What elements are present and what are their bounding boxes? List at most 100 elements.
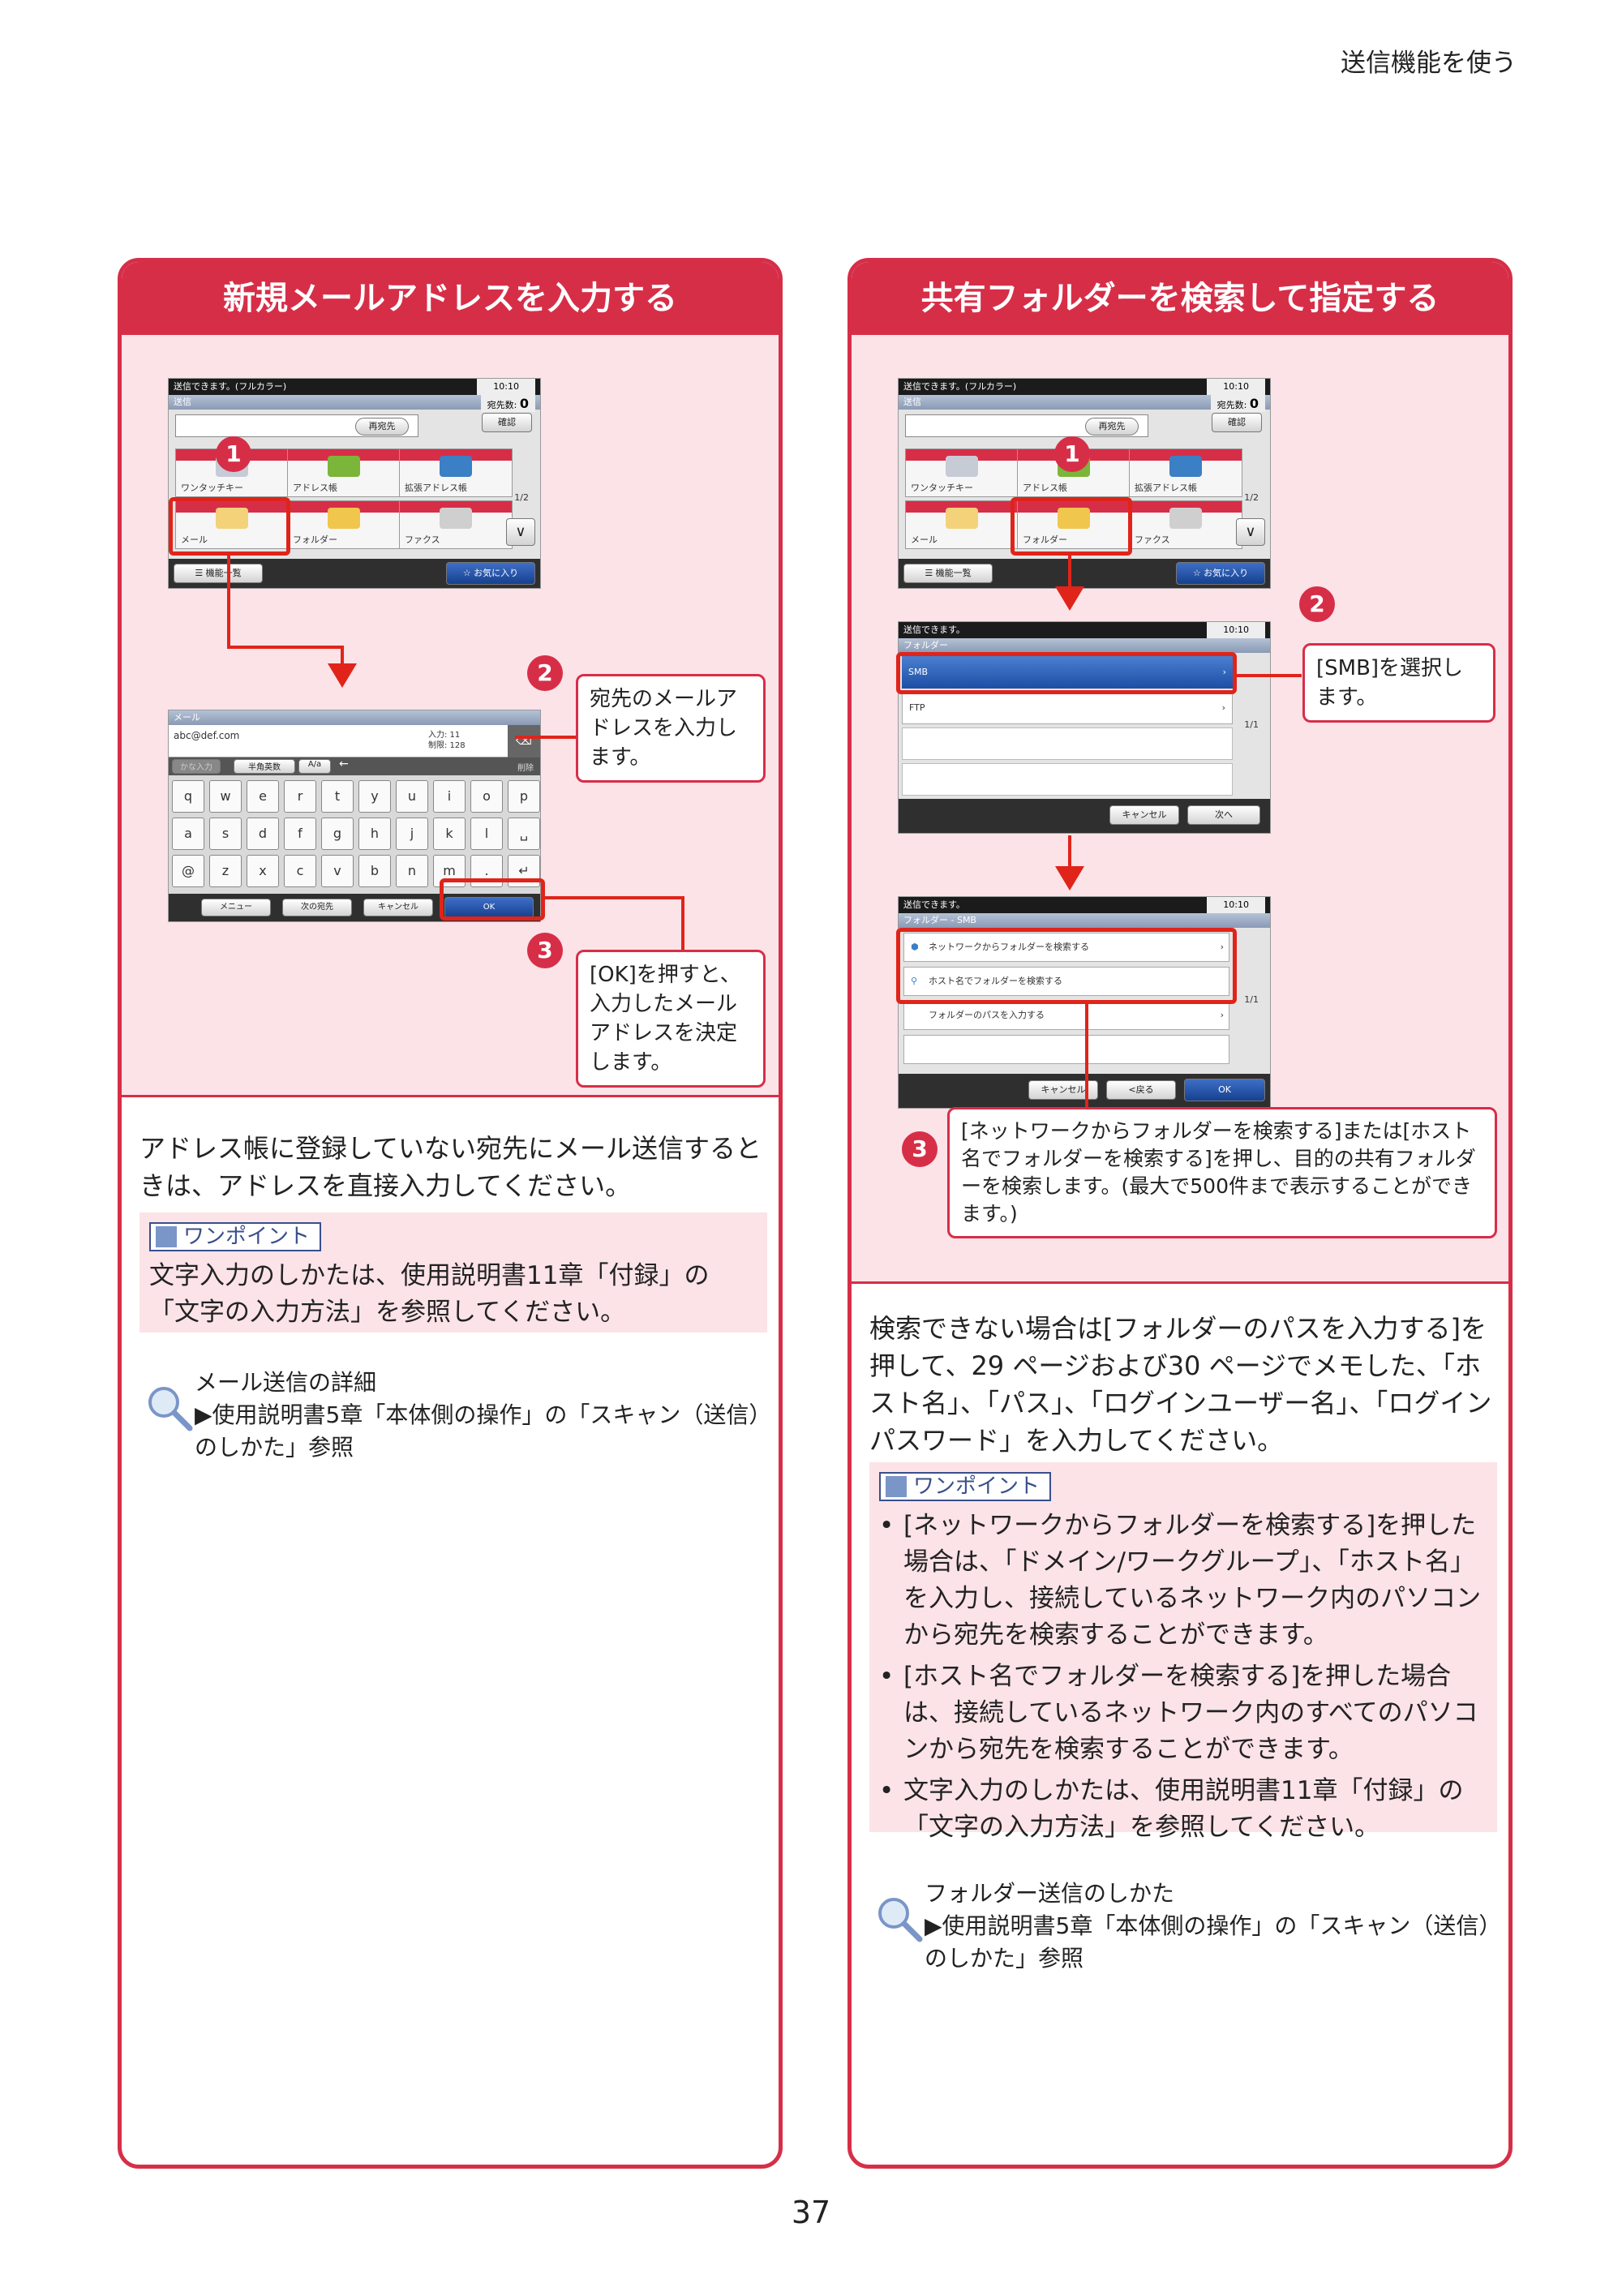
list-item: [ネットワークからフォルダーを検索する]を押した場合は、「ドメイン/ワークグルー… [874,1508,1487,1654]
send-screen: 送信できます。(フルカラー)10:10 送信 宛先数: 0 確認 再宛先 ワンタ… [168,378,541,589]
arrow-down-icon [1055,866,1084,891]
tile-fax[interactable]: ファクス [399,500,513,549]
halfwidth-button[interactable]: 半角英数 [234,759,295,774]
menu-button[interactable]: メニュー [201,899,271,916]
arrow-down-icon [1055,586,1084,611]
arrow-down-icon [328,663,357,688]
left-body-text: アドレス帳に登録していない宛先にメール送信するときは、アドレスを直接入力してくだ… [139,1133,762,1201]
recall-button[interactable]: 再宛先 [1085,418,1139,436]
onepoint-label: ワンポイント [879,1472,1052,1501]
chevron-right-icon: › [1222,667,1226,677]
step-1-badge: 1 [1054,436,1090,472]
tile-mail[interactable]: メール [175,500,289,549]
fax-icon [440,508,472,529]
search-network-option[interactable]: ⬢ネットワークからフォルダーを検索する› [903,933,1229,962]
chevron-right-icon: › [1220,942,1224,952]
function-list-button[interactable]: ☰ 機能一覧 [903,564,993,583]
scroll-down-button[interactable]: ∨ [1236,518,1265,546]
favorites-button[interactable]: ☆ お気に入り [1176,562,1265,585]
kana-input-button[interactable]: かな入力 [172,759,221,774]
highlight-search-options [896,928,1237,1004]
envelope-icon [946,508,978,529]
chevron-right-icon: › [1220,1010,1224,1020]
left-panel-title: 新規メールアドレスを入力する [122,262,779,335]
right-panel: 共有フォルダーを検索して指定する 送信できます。(フルカラー)10:10 送信 … [847,258,1513,2169]
step-3-callout: [OK]を押すと、入力したメールアドレスを決定します。 [576,950,766,1088]
star-icon: ☆ [462,568,474,578]
right-panel-title: 共有フォルダーを検索して指定する [852,262,1508,335]
cursor-left-icon[interactable]: ← [339,757,349,770]
favorites-button[interactable]: ☆ お気に入り [446,562,535,585]
list-icon: ☰ [925,568,936,578]
tile-folder[interactable]: フォルダー [1017,500,1131,549]
ok-button[interactable]: OK [444,897,534,918]
step-2-callout: 宛先のメールアドレスを入力します。 [576,674,766,783]
magnifier-icon [886,1476,907,1497]
step-2-badge: 2 [527,655,563,691]
reference-magnifier-icon [878,1898,923,1942]
mode-bar: 送信 [169,395,540,410]
ftp-option[interactable]: FTP› [902,692,1233,724]
send-screen: 送信できます。(フルカラー)10:10 送信 宛先数: 0 確認 再宛先 ワンタ… [898,378,1271,589]
tile-ext-address-book[interactable]: 拡張アドレス帳 [399,448,513,497]
mail-address-input[interactable]: abc@def.com [169,725,509,757]
left-onepoint-box: ワンポイント 文字入力のしかたは、使用説明書11章「付録」の「文字の入力方法」を… [139,1212,767,1333]
smb-option[interactable]: SMB› [902,656,1233,689]
onepoint-label: ワンポイント [149,1222,322,1251]
highlight-folder-tile [1011,497,1132,556]
envelope-icon [216,508,248,529]
step-2-badge: 2 [1299,586,1335,622]
backspace-key[interactable]: ⌫ [508,725,540,757]
manual-reference-link[interactable]: ▶使用説明書5章「本体側の操作」の「スキャン（送信）のしかた」参照 [195,1401,761,1461]
step-3-callout: [ネットワークからフォルダーを検索する]または[ホスト名でフォルダーを検索する]… [947,1107,1497,1238]
case-toggle-button[interactable]: A/a [298,759,331,774]
folder-icon [328,508,360,529]
function-list-button[interactable]: ☰ 機能一覧 [174,564,263,583]
tile-ext-address-book[interactable]: 拡張アドレス帳 [1129,448,1242,497]
status-bar: 送信できます。(フルカラー)10:10 [169,379,540,395]
manual-reference-link[interactable]: ▶使用説明書5章「本体側の操作」の「スキャン（送信）のしかた」参照 [925,1912,1491,1972]
left-illustration-area: 送信できます。(フルカラー)10:10 送信 宛先数: 0 確認 再宛先 ワンタ… [122,335,779,1097]
next-destination-button[interactable]: 次の宛先 [282,899,352,916]
highlight-smb-option [896,652,1237,694]
chevron-right-icon: › [1221,702,1225,713]
network-icon: ⬢ [911,942,919,952]
tile-mail[interactable]: メール [905,500,1019,549]
list-icon: ☰ [195,568,206,578]
page-number: 37 [791,2195,831,2230]
section-header: 送信機能を使う [1341,49,1517,78]
step-1-badge: 1 [216,436,251,472]
cancel-button[interactable]: キャンセル [1109,805,1179,825]
scroll-down-button[interactable]: ∨ [506,518,535,546]
folder-icon [1058,508,1090,529]
confirm-button[interactable]: 確認 [482,413,532,432]
star-icon: ☆ [1192,568,1204,578]
tile-one-touch[interactable]: ワンタッチキー [905,448,1019,497]
step-2-callout: [SMB]を選択します。 [1302,643,1495,723]
step-3-badge: 3 [527,933,563,968]
tile-folder[interactable]: フォルダー [287,500,401,549]
tile-address-book[interactable]: アドレス帳 [287,448,401,497]
left-panel: 新規メールアドレスを入力する 送信できます。(フルカラー)10:10 送信 宛先… [118,258,783,2169]
enter-path-option[interactable]: フォルダーのパスを入力する› [903,1001,1229,1030]
folder-type-screen: 送信できます。10:10 フォルダー SMB› FTP› 1/1 キャンセル 次… [898,621,1271,834]
delete-button[interactable]: 削除 [517,764,534,773]
ok-button[interactable]: OK [1184,1079,1265,1101]
back-button[interactable]: <戻る [1106,1080,1176,1100]
cancel-button[interactable]: キャンセル [363,899,433,916]
list-item: 文字入力のしかたは、使用説明書11章「付録」の「文字の入力方法」を参照してくださ… [874,1773,1487,1846]
highlight-ok-button [440,878,545,921]
right-illustration-area: 送信できます。(フルカラー)10:10 送信 宛先数: 0 確認 再宛先 ワンタ… [852,335,1508,1284]
list-item: [ホスト名でフォルダーを検索する]を押した場合は、接続しているネットワーク内のす… [874,1659,1487,1768]
tile-fax[interactable]: ファクス [1129,500,1242,549]
recall-button[interactable]: 再宛先 [355,418,409,436]
highlight-mail-tile [169,497,290,556]
right-onepoint-box: ワンポイント [ネットワークからフォルダーを検索する]を押した場合は、「ドメイン… [869,1462,1497,1842]
step-3-badge: 3 [902,1131,938,1167]
space-key[interactable]: ␣ [508,818,540,850]
search-hostname-option[interactable]: ⚲ホスト名でフォルダーを検索する [903,967,1229,996]
next-button[interactable]: 次へ [1187,805,1260,825]
confirm-button[interactable]: 確認 [1212,413,1262,432]
right-body-text: 検索できない場合は[フォルダーのパスを入力する]を押して、29 ページおよび30… [869,1313,1492,1456]
